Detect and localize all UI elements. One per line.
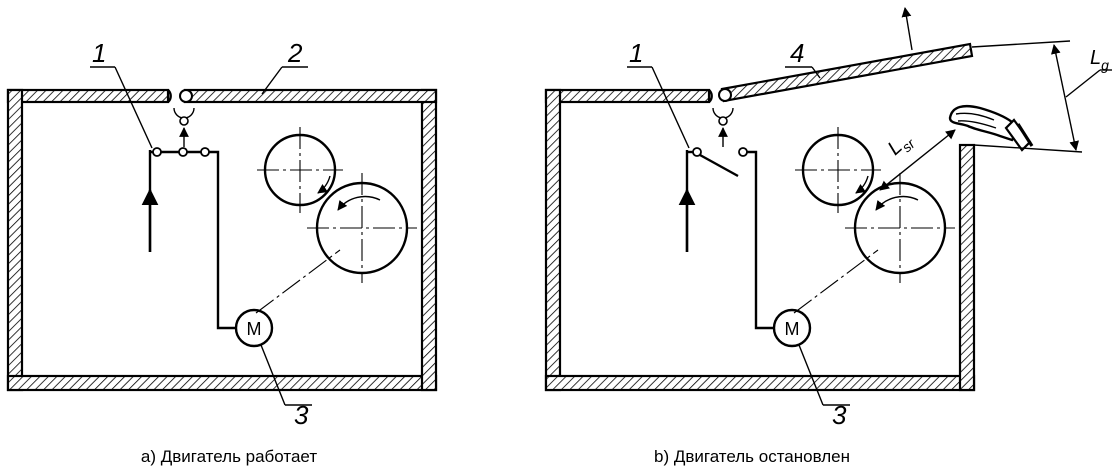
cover-2-a — [183, 88, 438, 104]
label-motor-a: 3 — [294, 400, 309, 430]
label-cover-b: 4 — [790, 38, 804, 68]
bottom-wall-a — [6, 374, 438, 392]
right-wall-b — [958, 143, 976, 392]
rollers-b — [795, 127, 955, 283]
label-switch-b: 1 — [629, 38, 643, 68]
motor-letter-a: M — [247, 319, 262, 339]
hand-icon — [948, 104, 1034, 152]
cover-4-open — [720, 42, 974, 103]
cover-pivot-b — [718, 88, 732, 102]
panel-a: M 1 2 3 a) Двигатель работает — [6, 38, 438, 466]
motor-a: M — [234, 249, 341, 348]
position-sensor-a — [173, 107, 195, 147]
position-sensor-b — [712, 107, 734, 147]
lift-arrow-b — [901, 7, 913, 51]
right-wall-a — [420, 88, 438, 392]
left-wall-b — [544, 88, 562, 392]
enclosure-a — [6, 88, 438, 392]
caption-a: a) Двигатель работает — [141, 447, 317, 466]
hinge-a — [167, 89, 172, 103]
bottom-wall-b — [544, 374, 976, 392]
motor-letter-b: M — [785, 319, 800, 339]
distance-g: Lg — [971, 40, 1112, 153]
caption-b: b) Двигатель остановлен — [654, 447, 850, 466]
distance-g-label: Lg — [1090, 47, 1109, 73]
top-wall-left-a — [6, 88, 170, 104]
top-wall-left-b — [544, 88, 711, 104]
leaders-b: 1 4 3 — [627, 38, 850, 430]
switch-closed-a — [141, 147, 236, 330]
enclosure-b — [544, 7, 976, 392]
label-switch-a: 1 — [92, 38, 106, 68]
hinge-b — [708, 89, 713, 103]
label-motor-b: 3 — [832, 400, 847, 430]
cover-pivot-a — [179, 89, 193, 103]
switch-open-b — [678, 147, 774, 330]
panel-b: M Lsr Lg 1 — [544, 7, 1112, 466]
leaders-a: 1 2 3 — [90, 38, 312, 430]
distance-sr-label: Lsr — [884, 127, 919, 162]
label-cover-a: 2 — [287, 38, 303, 68]
motor-b: M — [772, 249, 879, 348]
rollers-a — [257, 127, 417, 283]
distance-sr: Lsr — [879, 127, 956, 191]
left-wall-a — [6, 88, 24, 392]
